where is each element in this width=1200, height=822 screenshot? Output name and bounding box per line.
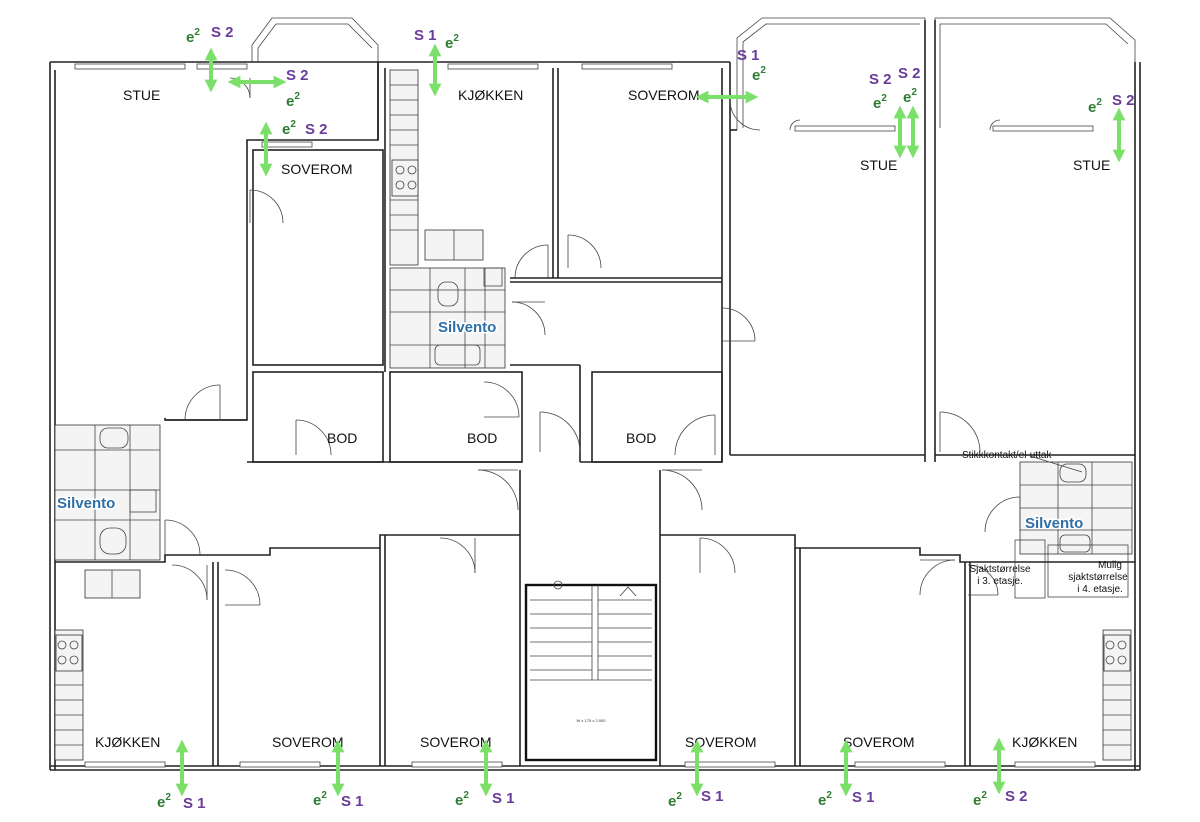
marker-m3-s: S 2 [305, 121, 328, 138]
silvento-labels: Silvento Silvento Silvento [56, 318, 1085, 534]
marker-b5-s: S 1 [852, 789, 875, 806]
room-label-kjokken-3: KJØKKEN [1012, 734, 1077, 750]
marker-b6-s: S 2 [1005, 788, 1028, 805]
doors [164, 77, 1021, 606]
silvento-label-left: Silvento [57, 495, 115, 512]
room-label-bod-1: BOD [327, 430, 357, 446]
room-label-bod-2: BOD [467, 430, 497, 446]
marker-m5-s: S 1 [737, 47, 760, 64]
marker-b3-e: e2 [455, 790, 469, 809]
annotations: Stikkkontakt/el-uttak Sjaktstørrelse i 3… [962, 450, 1128, 595]
room-label-stue-2: STUE [860, 157, 897, 173]
note-sjakt-4-line-3: i 4. etasje. [1077, 584, 1123, 595]
marker-b1-s: S 1 [183, 795, 206, 812]
marker-m1-s: S 2 [211, 24, 234, 41]
room-label-soverom-1: SOVEROM [281, 161, 353, 177]
stair-dimension: W x 175 x 2.000 [577, 718, 607, 723]
room-label-kjokken-2: KJØKKEN [95, 734, 160, 750]
marker-b2-s: S 1 [341, 793, 364, 810]
marker-m2-s: S 2 [286, 67, 309, 84]
marker-m6-e: e2 [873, 93, 887, 112]
marker-b5-e: e2 [818, 790, 832, 809]
room-label-soverom-4: SOVEROM [420, 734, 492, 750]
marker-b2-e: e2 [313, 790, 327, 809]
marker-m4-e: e2 [445, 33, 459, 52]
marker-b4-e: e2 [668, 791, 682, 810]
room-label-kjokken-1: KJØKKEN [458, 87, 523, 103]
silvento-label-right: Silvento [1025, 515, 1083, 532]
room-label-stue-3: STUE [1073, 157, 1110, 173]
marker-b6-e: e2 [973, 790, 987, 809]
room-labels: STUE SOVEROM KJØKKEN SOVEROM STUE STUE B… [95, 87, 1110, 750]
bottom-walls [55, 470, 1135, 766]
room-label-soverom-3: SOVEROM [272, 734, 344, 750]
marker-m3-e: e2 [282, 119, 296, 138]
note-sjakt-3-line-2: i 3. etasje. [977, 576, 1023, 587]
interior-walls [165, 68, 1135, 463]
room-label-soverom-6: SOVEROM [843, 734, 915, 750]
note-sjakt-4-line-2: sjaktstørrelse [1068, 572, 1128, 583]
ventilation-arrows [175, 43, 1126, 797]
fixtures [54, 69, 1133, 761]
ventilation-labels: e2 S 2 S 2 e2 e2 S 2 S 1 e2 S 1 e2 S 2 e… [157, 24, 1135, 812]
marker-m8-s: S 2 [1112, 92, 1135, 109]
marker-b1-e: e2 [157, 792, 171, 811]
marker-m2-e: e2 [286, 91, 300, 110]
marker-m6-s: S 2 [869, 71, 892, 88]
note-stikkontakt: Stikkkontakt/el-uttak [962, 450, 1052, 461]
room-label-soverom-2: SOVEROM [628, 87, 700, 103]
marker-m1-e: e2 [186, 27, 200, 46]
marker-b4-s: S 1 [701, 788, 724, 805]
marker-m8-e: e2 [1088, 97, 1102, 116]
marker-m4-s: S 1 [414, 27, 437, 44]
room-label-stue-1: STUE [123, 87, 160, 103]
silvento-label-top: Silvento [438, 319, 496, 336]
stairwell: W x 175 x 2.000 [524, 580, 658, 762]
room-label-bod-3: BOD [626, 430, 656, 446]
note-sjakt-4-line-1: Mulig [1098, 560, 1122, 571]
marker-m5-e: e2 [752, 65, 766, 84]
windows [74, 63, 1096, 768]
marker-m7-e: e2 [903, 87, 917, 106]
marker-m7-s: S 2 [898, 65, 921, 82]
note-sjakt-3-line-1: Sjaktstørrelse [969, 564, 1031, 575]
marker-b3-s: S 1 [492, 790, 515, 807]
